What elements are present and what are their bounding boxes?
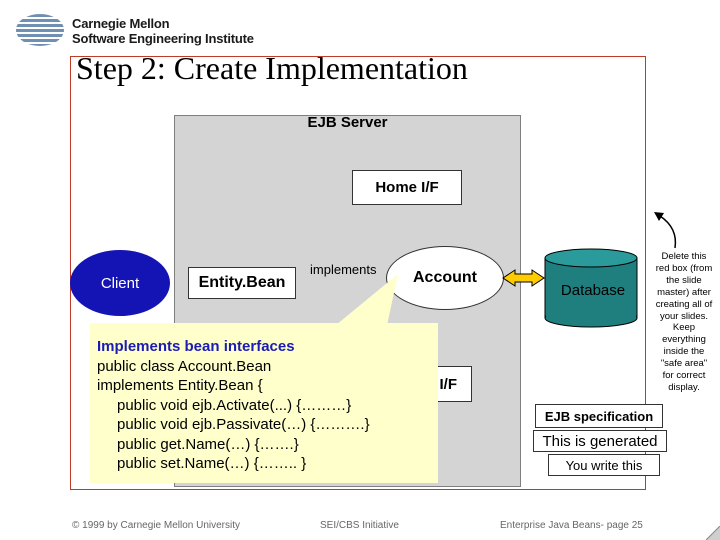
footer-page: Enterprise Java Beans- page 25 bbox=[500, 520, 643, 531]
entity-bean-label: Entity.Bean bbox=[198, 274, 286, 291]
home-interface-label: Home I/F bbox=[375, 179, 439, 196]
account-ellipse: Account bbox=[386, 246, 504, 310]
sei-logo-icon bbox=[14, 14, 66, 46]
page-corner-icon bbox=[706, 526, 720, 540]
remote-interface-label: I/F bbox=[439, 375, 458, 393]
footer-copyright: © 1999 by Carnegie Mellon University bbox=[72, 520, 241, 531]
safe-area-instruction: Delete this red box (from the slide mast… bbox=[655, 251, 713, 393]
legend-generated-label: This is generated bbox=[542, 432, 658, 450]
code-note-box: Implements bean interfaces public class … bbox=[90, 323, 438, 483]
footer-initiative: SEI/CBS Initiative bbox=[320, 520, 399, 531]
note-heading: Implements bean interfaces bbox=[97, 338, 295, 355]
client-ellipse: Client bbox=[70, 250, 170, 316]
implements-label: implements bbox=[310, 262, 377, 277]
entity-bean-box: Entity.Bean bbox=[188, 267, 296, 299]
home-interface-box: Home I/F bbox=[352, 170, 462, 205]
account-label: Account bbox=[413, 269, 477, 286]
legend-ejb-spec-label: EJB specification bbox=[544, 408, 654, 424]
database-label: Database bbox=[560, 282, 626, 299]
legend-generated: This is generated bbox=[533, 430, 667, 452]
note-line: public get.Name(…) {…….} bbox=[117, 435, 299, 453]
logo-line-sei: Software Engineering Institute bbox=[72, 31, 254, 46]
note-line: public class Account.Bean bbox=[97, 357, 272, 375]
logo-line-cmu: Carnegie Mellon bbox=[72, 16, 170, 31]
note-line: public void ejb.Activate(...) {………} bbox=[117, 396, 352, 414]
safe-area-box bbox=[70, 56, 646, 490]
client-label: Client bbox=[100, 274, 140, 292]
safe-area-pointer-arrow bbox=[659, 215, 677, 249]
ejb-server-label: EJB Server bbox=[307, 114, 388, 131]
note-line: implements Entity.Bean { bbox=[97, 377, 263, 394]
legend-you-write-label: You write this bbox=[565, 457, 643, 473]
legend-ejb-spec: EJB specification bbox=[535, 404, 663, 428]
legend-you-write: You write this bbox=[548, 454, 660, 476]
note-line: public set.Name(…) {…….. } bbox=[117, 455, 307, 472]
note-line: public void ejb.Passivate(…) {……….} bbox=[117, 416, 370, 433]
